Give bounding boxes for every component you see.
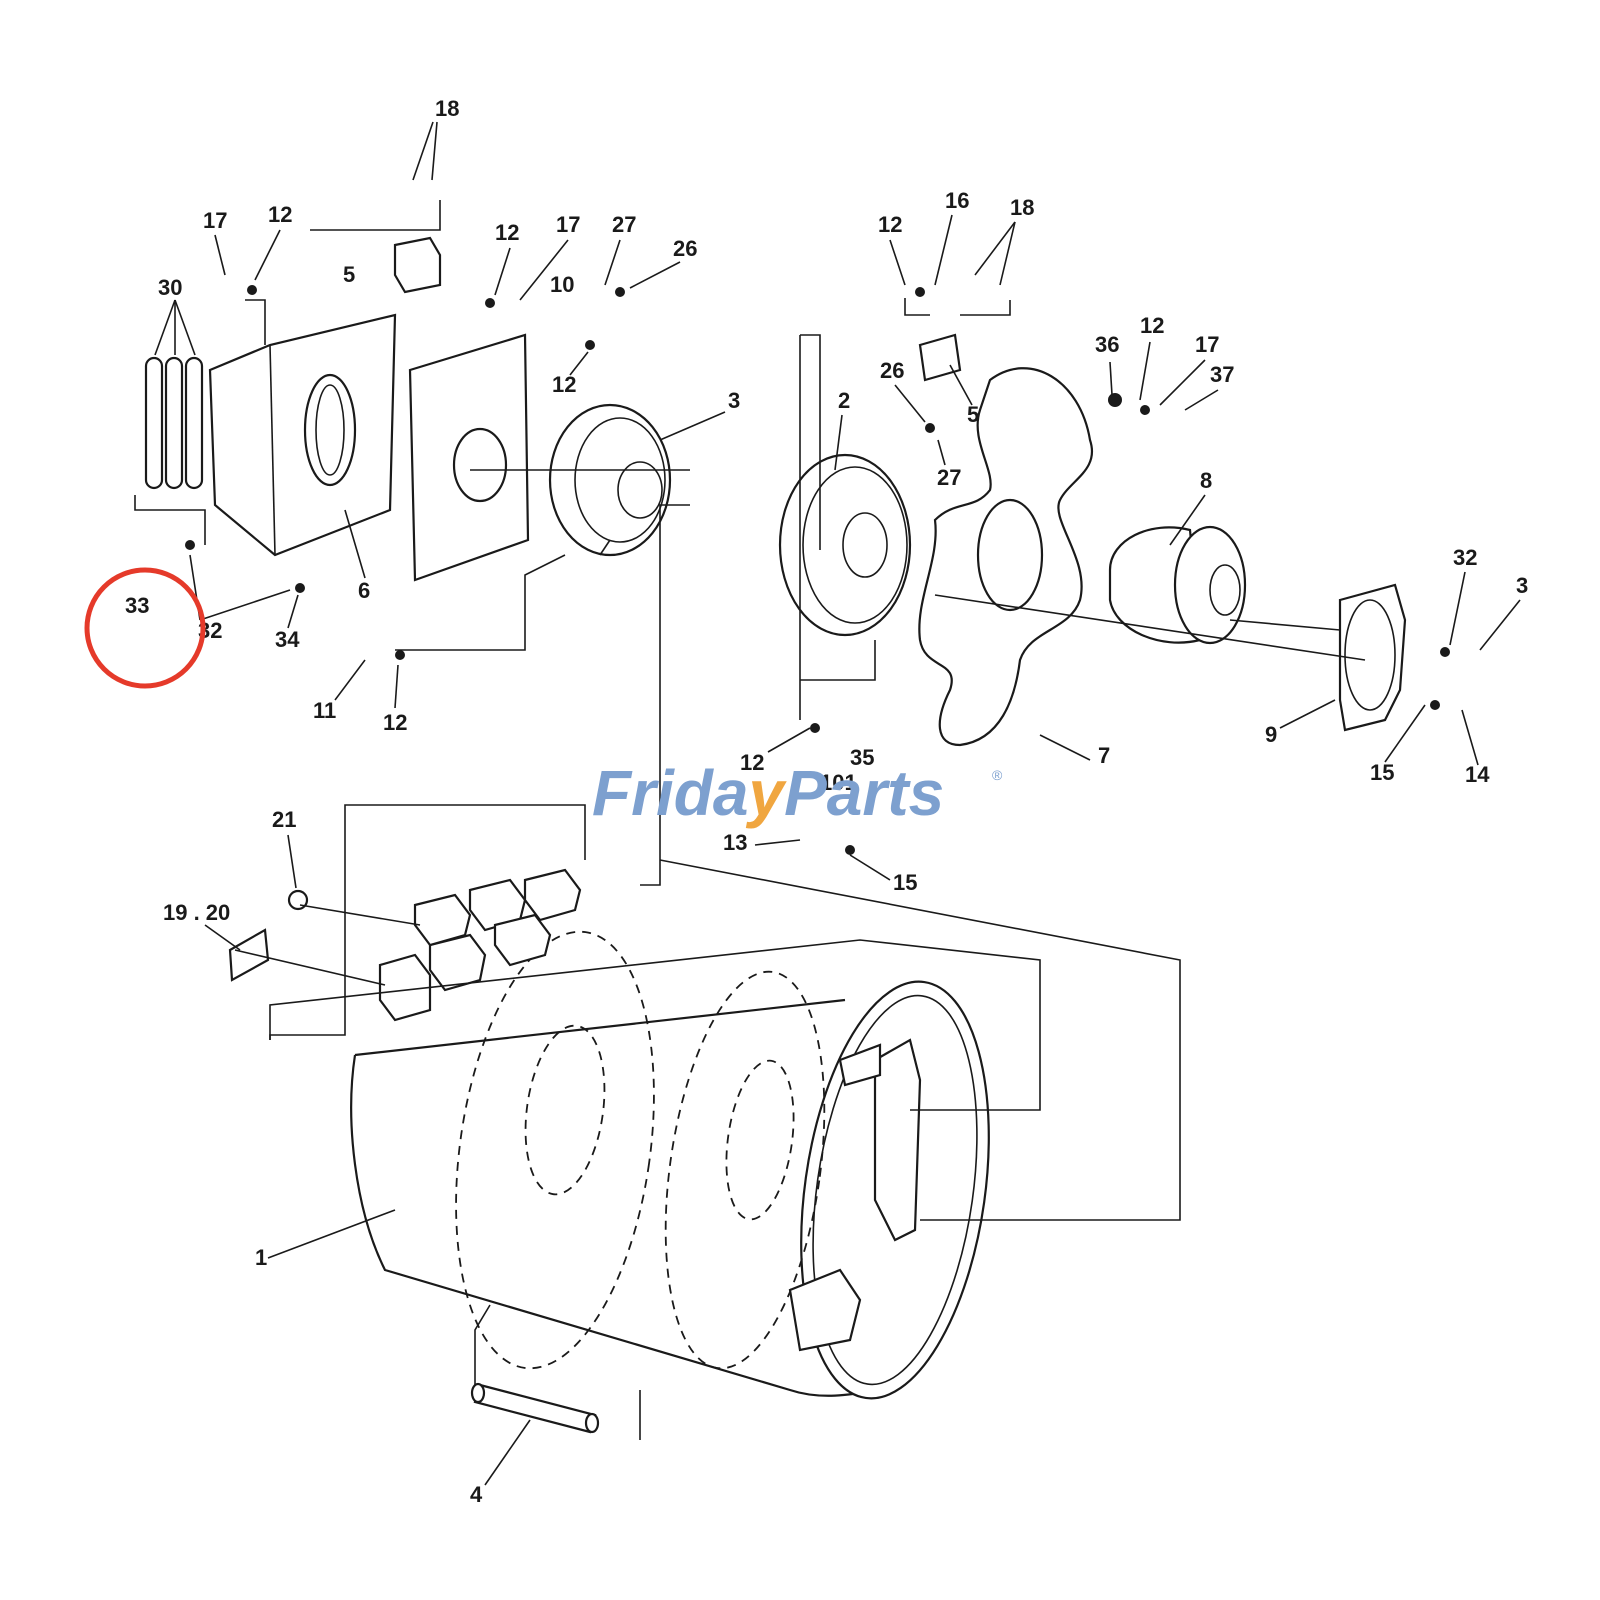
highlight-circle <box>84 567 206 689</box>
callout-13: 13 <box>723 830 747 855</box>
callout-17: 17 <box>1195 332 1219 357</box>
watermark-part-2: y <box>745 757 787 829</box>
callout-12: 12 <box>383 710 407 735</box>
block-part-5-left <box>393 236 442 294</box>
callout-18: 18 <box>435 96 459 121</box>
callout-33: 33 <box>125 593 149 618</box>
callout-36: 36 <box>1095 332 1119 357</box>
callout-21: 21 <box>272 807 296 832</box>
callout-leaders <box>154 121 1521 1486</box>
callout-17: 17 <box>556 212 580 237</box>
callout-3: 3 <box>728 388 740 413</box>
callout-labels: 18 17 12 5 12 17 27 26 10 12 30 3 6 33 3… <box>125 96 1528 1507</box>
callout-15: 15 <box>893 870 917 895</box>
callout-6: 6 <box>358 578 370 603</box>
callout-18: 18 <box>1010 195 1034 220</box>
callout-12: 12 <box>268 202 292 227</box>
bracket-part-9 <box>1338 583 1407 732</box>
callout-5: 5 <box>967 402 979 427</box>
callout-26: 26 <box>880 358 904 383</box>
callout-11: 11 <box>313 698 336 723</box>
callout-32: 32 <box>1453 545 1477 570</box>
svg-text:FridayParts: FridayParts <box>592 757 944 829</box>
callout-7: 7 <box>1098 743 1110 768</box>
block-part-5-right <box>918 333 962 382</box>
callout-1: 1 <box>255 1245 267 1270</box>
plate-middle <box>408 333 530 582</box>
callout-27: 27 <box>937 465 961 490</box>
callout-17: 17 <box>203 208 227 233</box>
callout-16: 16 <box>945 188 969 213</box>
callout-12: 12 <box>552 372 576 397</box>
callout-4: 4 <box>470 1482 483 1507</box>
hub-part-3-left <box>548 403 672 557</box>
callout-27: 27 <box>612 212 636 237</box>
callout-10: 10 <box>550 272 574 297</box>
callout-14: 14 <box>1465 762 1490 787</box>
callout-12: 12 <box>878 212 902 237</box>
callout-26: 26 <box>673 236 697 261</box>
callout-15: 15 <box>1370 760 1394 785</box>
plate-part-7 <box>918 367 1093 747</box>
callout-34: 34 <box>275 627 300 652</box>
watermark-logo: FridayParts ® <box>592 757 1003 829</box>
drum-shell <box>350 868 990 1400</box>
strap-part-30 <box>144 356 204 490</box>
hardware-bolts <box>185 285 1450 855</box>
watermark-part-3: Parts <box>784 757 944 829</box>
callout-19-20: 19 . 20 <box>163 900 230 925</box>
callout-30: 30 <box>158 275 182 300</box>
flywheel-part-2 <box>778 453 912 637</box>
coupling-part-8 <box>1108 525 1247 645</box>
callout-9: 9 <box>1265 722 1277 747</box>
watermark-part-1: Frida <box>592 757 748 829</box>
callout-37: 37 <box>1210 362 1234 387</box>
housing-part-6 <box>208 313 397 557</box>
watermark-registered: ® <box>992 767 1003 783</box>
callout-3: 3 <box>1516 573 1528 598</box>
plate-part-19-20 <box>228 928 270 982</box>
callout-5: 5 <box>343 262 355 287</box>
leader-lines <box>134 200 1366 1440</box>
callout-2: 2 <box>838 388 850 413</box>
callout-12: 12 <box>1140 313 1164 338</box>
nut-part-21 <box>287 889 309 911</box>
callout-101: 101 <box>820 770 857 795</box>
pin-part-4 <box>470 1382 600 1434</box>
callout-12: 12 <box>495 220 519 245</box>
callout-8: 8 <box>1200 468 1212 493</box>
callout-35: 35 <box>850 745 874 770</box>
callout-12: 12 <box>740 750 764 775</box>
